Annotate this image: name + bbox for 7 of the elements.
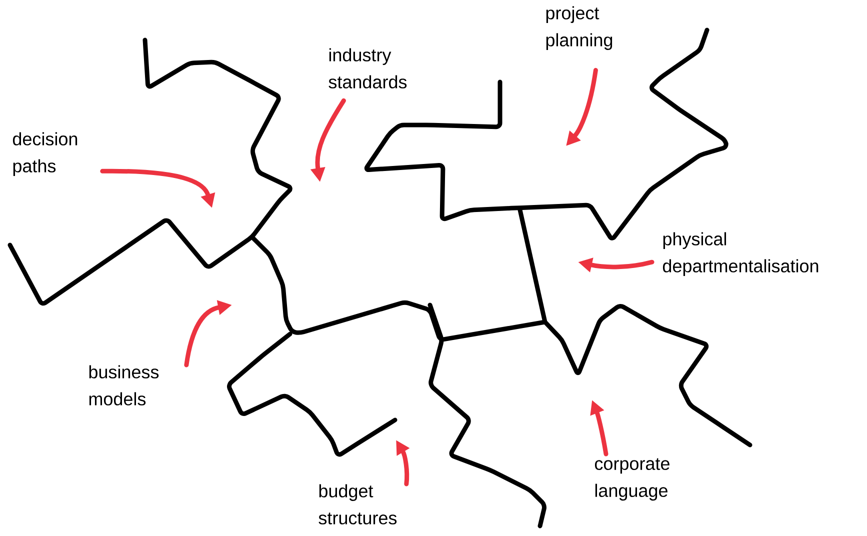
- text-label: decision paths: [12, 132, 78, 176]
- text-label: industry standards: [328, 48, 407, 88]
- text-label: project planning: [546, 6, 612, 50]
- text-label: business models: [89, 365, 159, 406]
- text-label: physical departmentalisation: [662, 232, 818, 276]
- text-label: budget structures: [318, 484, 397, 524]
- text-label: corporate language: [594, 458, 670, 501]
